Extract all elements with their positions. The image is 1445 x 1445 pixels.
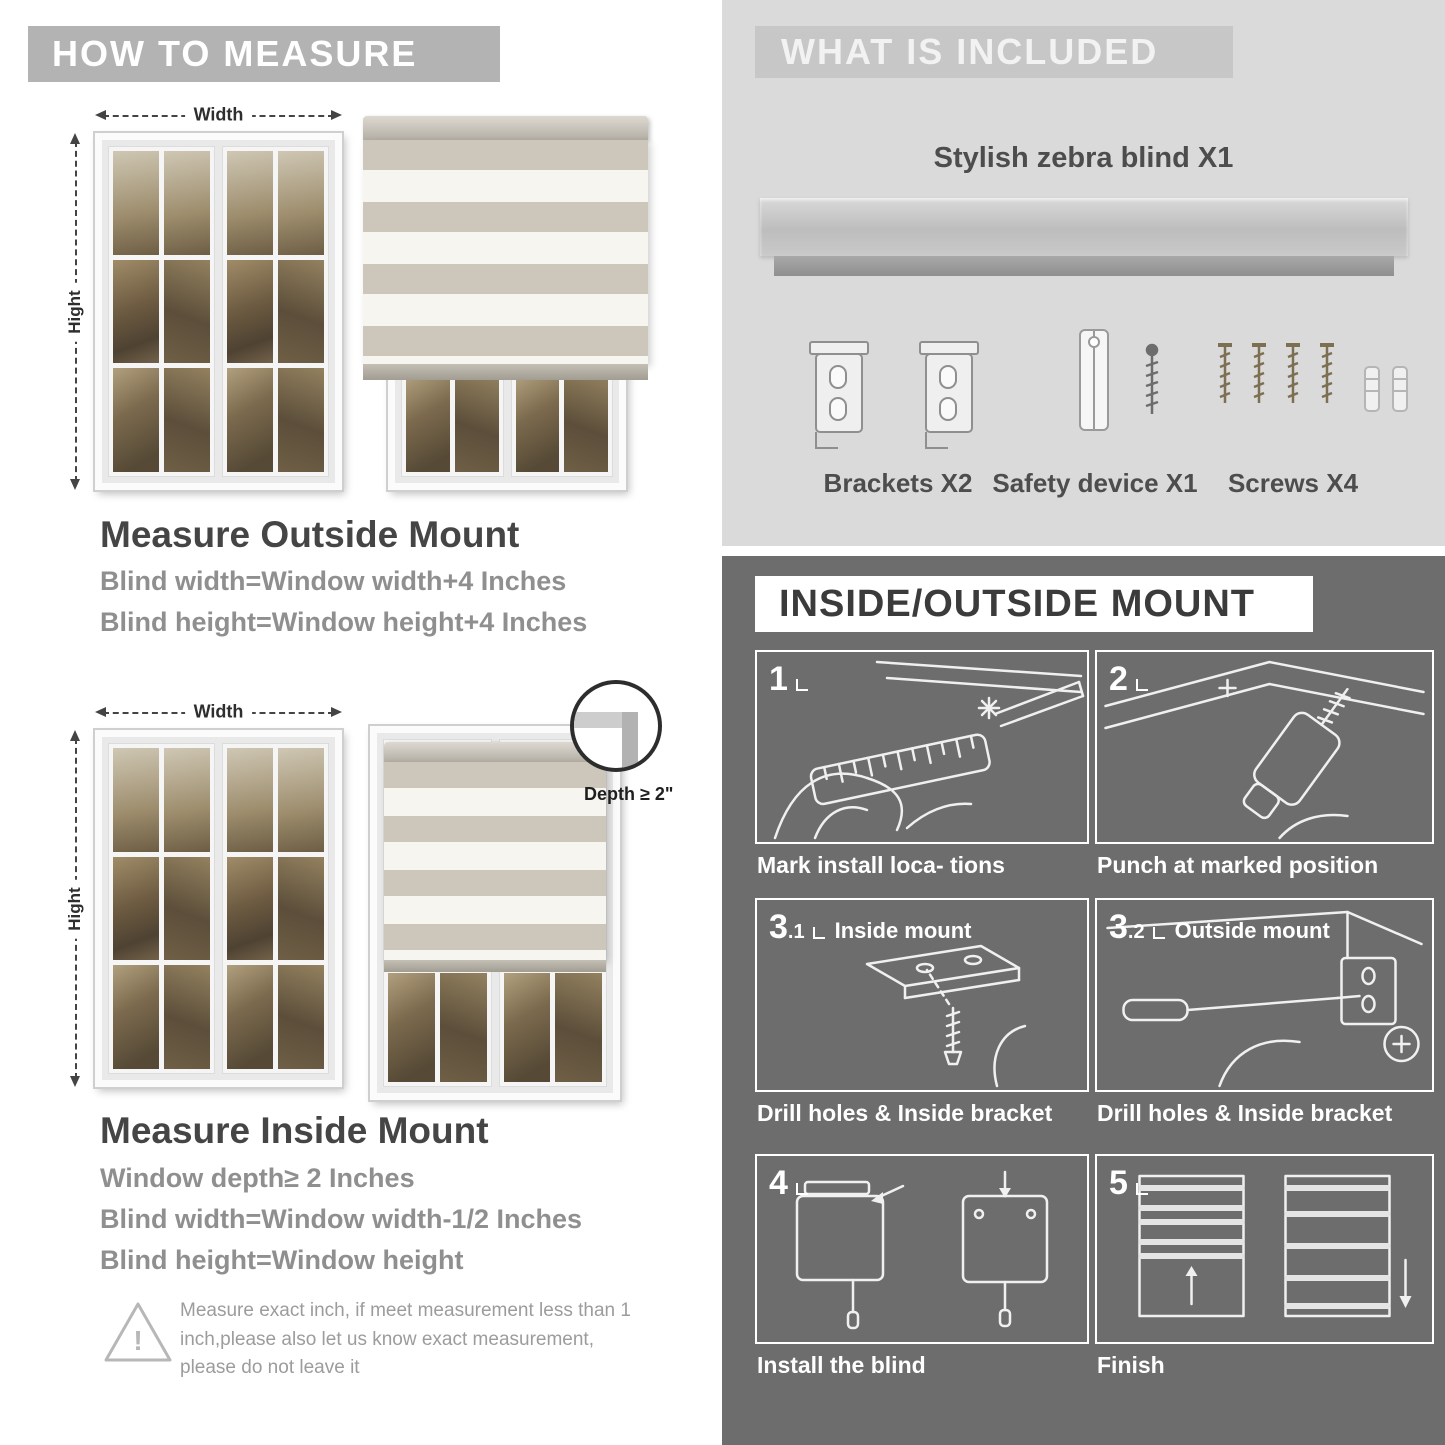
window-sash	[222, 743, 329, 1074]
zebra-blind-headrail	[384, 742, 606, 762]
step-number: 4	[769, 1164, 788, 1202]
step-number: 1	[769, 660, 788, 698]
blind-headrail-image	[760, 198, 1408, 256]
width-label: Width	[184, 701, 253, 723]
step-number: 3	[1109, 908, 1128, 946]
corner-mark	[795, 679, 808, 691]
outside-mount-line2: Blind height=Window height+4 Inches	[100, 607, 588, 637]
corner-mark	[795, 1183, 808, 1195]
corner-mark	[1135, 1183, 1148, 1195]
step-caption-1: Mark install loca- tions	[757, 852, 1005, 878]
mount-instructions-section: INSIDE/OUTSIDE MOUNT	[722, 556, 1445, 1445]
mount-title: INSIDE/OUTSIDE MOUNT	[779, 582, 1256, 625]
blind-item-label: Stylish zebra blind X1	[933, 142, 1234, 174]
width-measure-arrow: Width	[95, 701, 342, 723]
window-sash	[108, 146, 215, 477]
step-caption-4: Install the blind	[757, 1352, 926, 1378]
step-panel-5: 5	[1095, 1154, 1434, 1344]
height-label: Hight	[65, 281, 85, 342]
step-panel-4: 4	[755, 1154, 1089, 1344]
step-number: 5	[1109, 1164, 1128, 1202]
zebra-blind-bottomrail	[363, 364, 648, 380]
step-number: 2	[1109, 660, 1128, 698]
measure-warning-text: Measure exact inch, if meet measurement …	[180, 1300, 631, 1378]
what-is-included-section: WHAT IS INCLUDED Stylish zebra blind X1	[722, 0, 1445, 546]
depth-label: Depth ≥ 2"	[584, 784, 674, 804]
step-inline-label: Inside mount	[834, 918, 972, 943]
install-blind-illustration	[795, 1170, 1049, 1330]
what-is-included-banner: WHAT IS INCLUDED	[755, 26, 1233, 78]
height-label: Hight	[65, 878, 85, 939]
screws-label: Screws X4	[1227, 468, 1359, 498]
drill-illustration	[1104, 660, 1425, 840]
zebra-blind-fabric	[384, 762, 606, 960]
what-is-included-title: WHAT IS INCLUDED	[781, 31, 1159, 72]
corner-mark	[812, 927, 825, 939]
brackets-label: Brackets X2	[823, 468, 973, 498]
outside-bracket-illustration	[1106, 910, 1423, 1088]
corner-mark	[1152, 927, 1165, 939]
step-caption-2: Punch at marked position	[1097, 852, 1379, 878]
depth-detail-circle	[570, 680, 662, 772]
outside-mount-line1: Blind width=Window width+4 Inches	[100, 566, 567, 596]
zebra-blind-bottomrail	[384, 960, 606, 972]
inside-mount-line2: Blind width=Window width-1/2 Inches	[100, 1204, 583, 1234]
inside-mount-line1: Window depth≥ 2 Inches	[100, 1163, 415, 1193]
blind-headrail-valance	[774, 256, 1394, 276]
outside-mount-title: Measure Outside Mount	[100, 514, 520, 555]
step-number: 3	[769, 908, 788, 946]
step-panel-2: 2	[1095, 650, 1434, 844]
window-sash	[222, 146, 329, 477]
step-panel-1: 1	[755, 650, 1089, 844]
width-measure-arrow: Width	[95, 104, 342, 126]
step-caption-3-2: Drill holes & Inside bracket	[1097, 1100, 1393, 1126]
mark-location-illustration	[773, 660, 1085, 840]
mount-banner: INSIDE/OUTSIDE MOUNT	[755, 576, 1313, 632]
window-outside-mount	[95, 133, 342, 490]
inside-bracket-illustration	[865, 944, 1027, 1088]
height-measure-arrow: Hight	[64, 730, 86, 1087]
inside-mount-line3: Blind height=Window height	[100, 1245, 464, 1275]
corner-mark	[1135, 679, 1148, 691]
safety-device-label: Safety device X1	[992, 468, 1198, 498]
step-caption-3-1: Drill holes & Inside bracket	[757, 1100, 1053, 1126]
zebra-blind-fabric	[363, 140, 648, 364]
warning-icon: !	[104, 1302, 172, 1362]
brackets-icon	[809, 341, 979, 449]
finish-illustration	[1138, 1174, 1412, 1318]
screws-icon	[1218, 343, 1408, 412]
width-label: Width	[184, 104, 253, 126]
height-measure-arrow: Hight	[64, 133, 86, 490]
svg-text:!: !	[133, 1325, 142, 1356]
zebra-blind-headrail	[363, 116, 648, 140]
window-inside-mount	[95, 730, 342, 1087]
step-inline-label: Outside mount	[1174, 918, 1330, 943]
inside-mount-title: Measure Inside Mount	[100, 1110, 489, 1151]
window-sash	[108, 743, 215, 1074]
how-to-measure-title: HOW TO MEASURE	[52, 33, 418, 74]
how-to-measure-banner: HOW TO MEASURE	[28, 26, 500, 82]
safety-device-icon	[1079, 329, 1159, 431]
step-caption-5: Finish	[1097, 1352, 1165, 1378]
